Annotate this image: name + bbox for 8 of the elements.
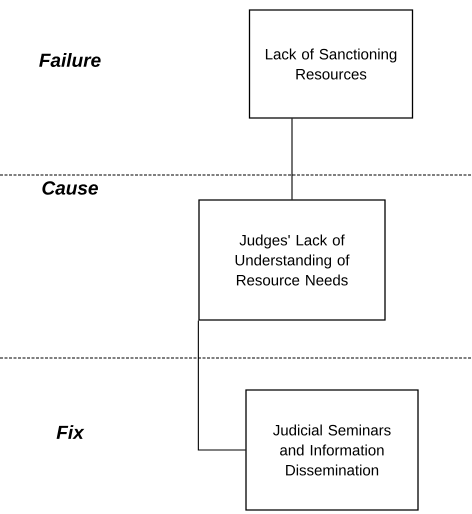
connector-line [291,118,293,200]
row-label: Fix [56,425,84,439]
text-box: Judges' Lack of Understanding of Resource Needs [198,199,386,321]
connector-line [198,320,246,451]
row-label: Cause [42,181,98,195]
text-box: Lack of Sanctioning Resources [248,9,414,119]
text-box: Judicial Seminars and Information Dissemination [245,389,419,511]
row-label: Failure [39,53,101,67]
